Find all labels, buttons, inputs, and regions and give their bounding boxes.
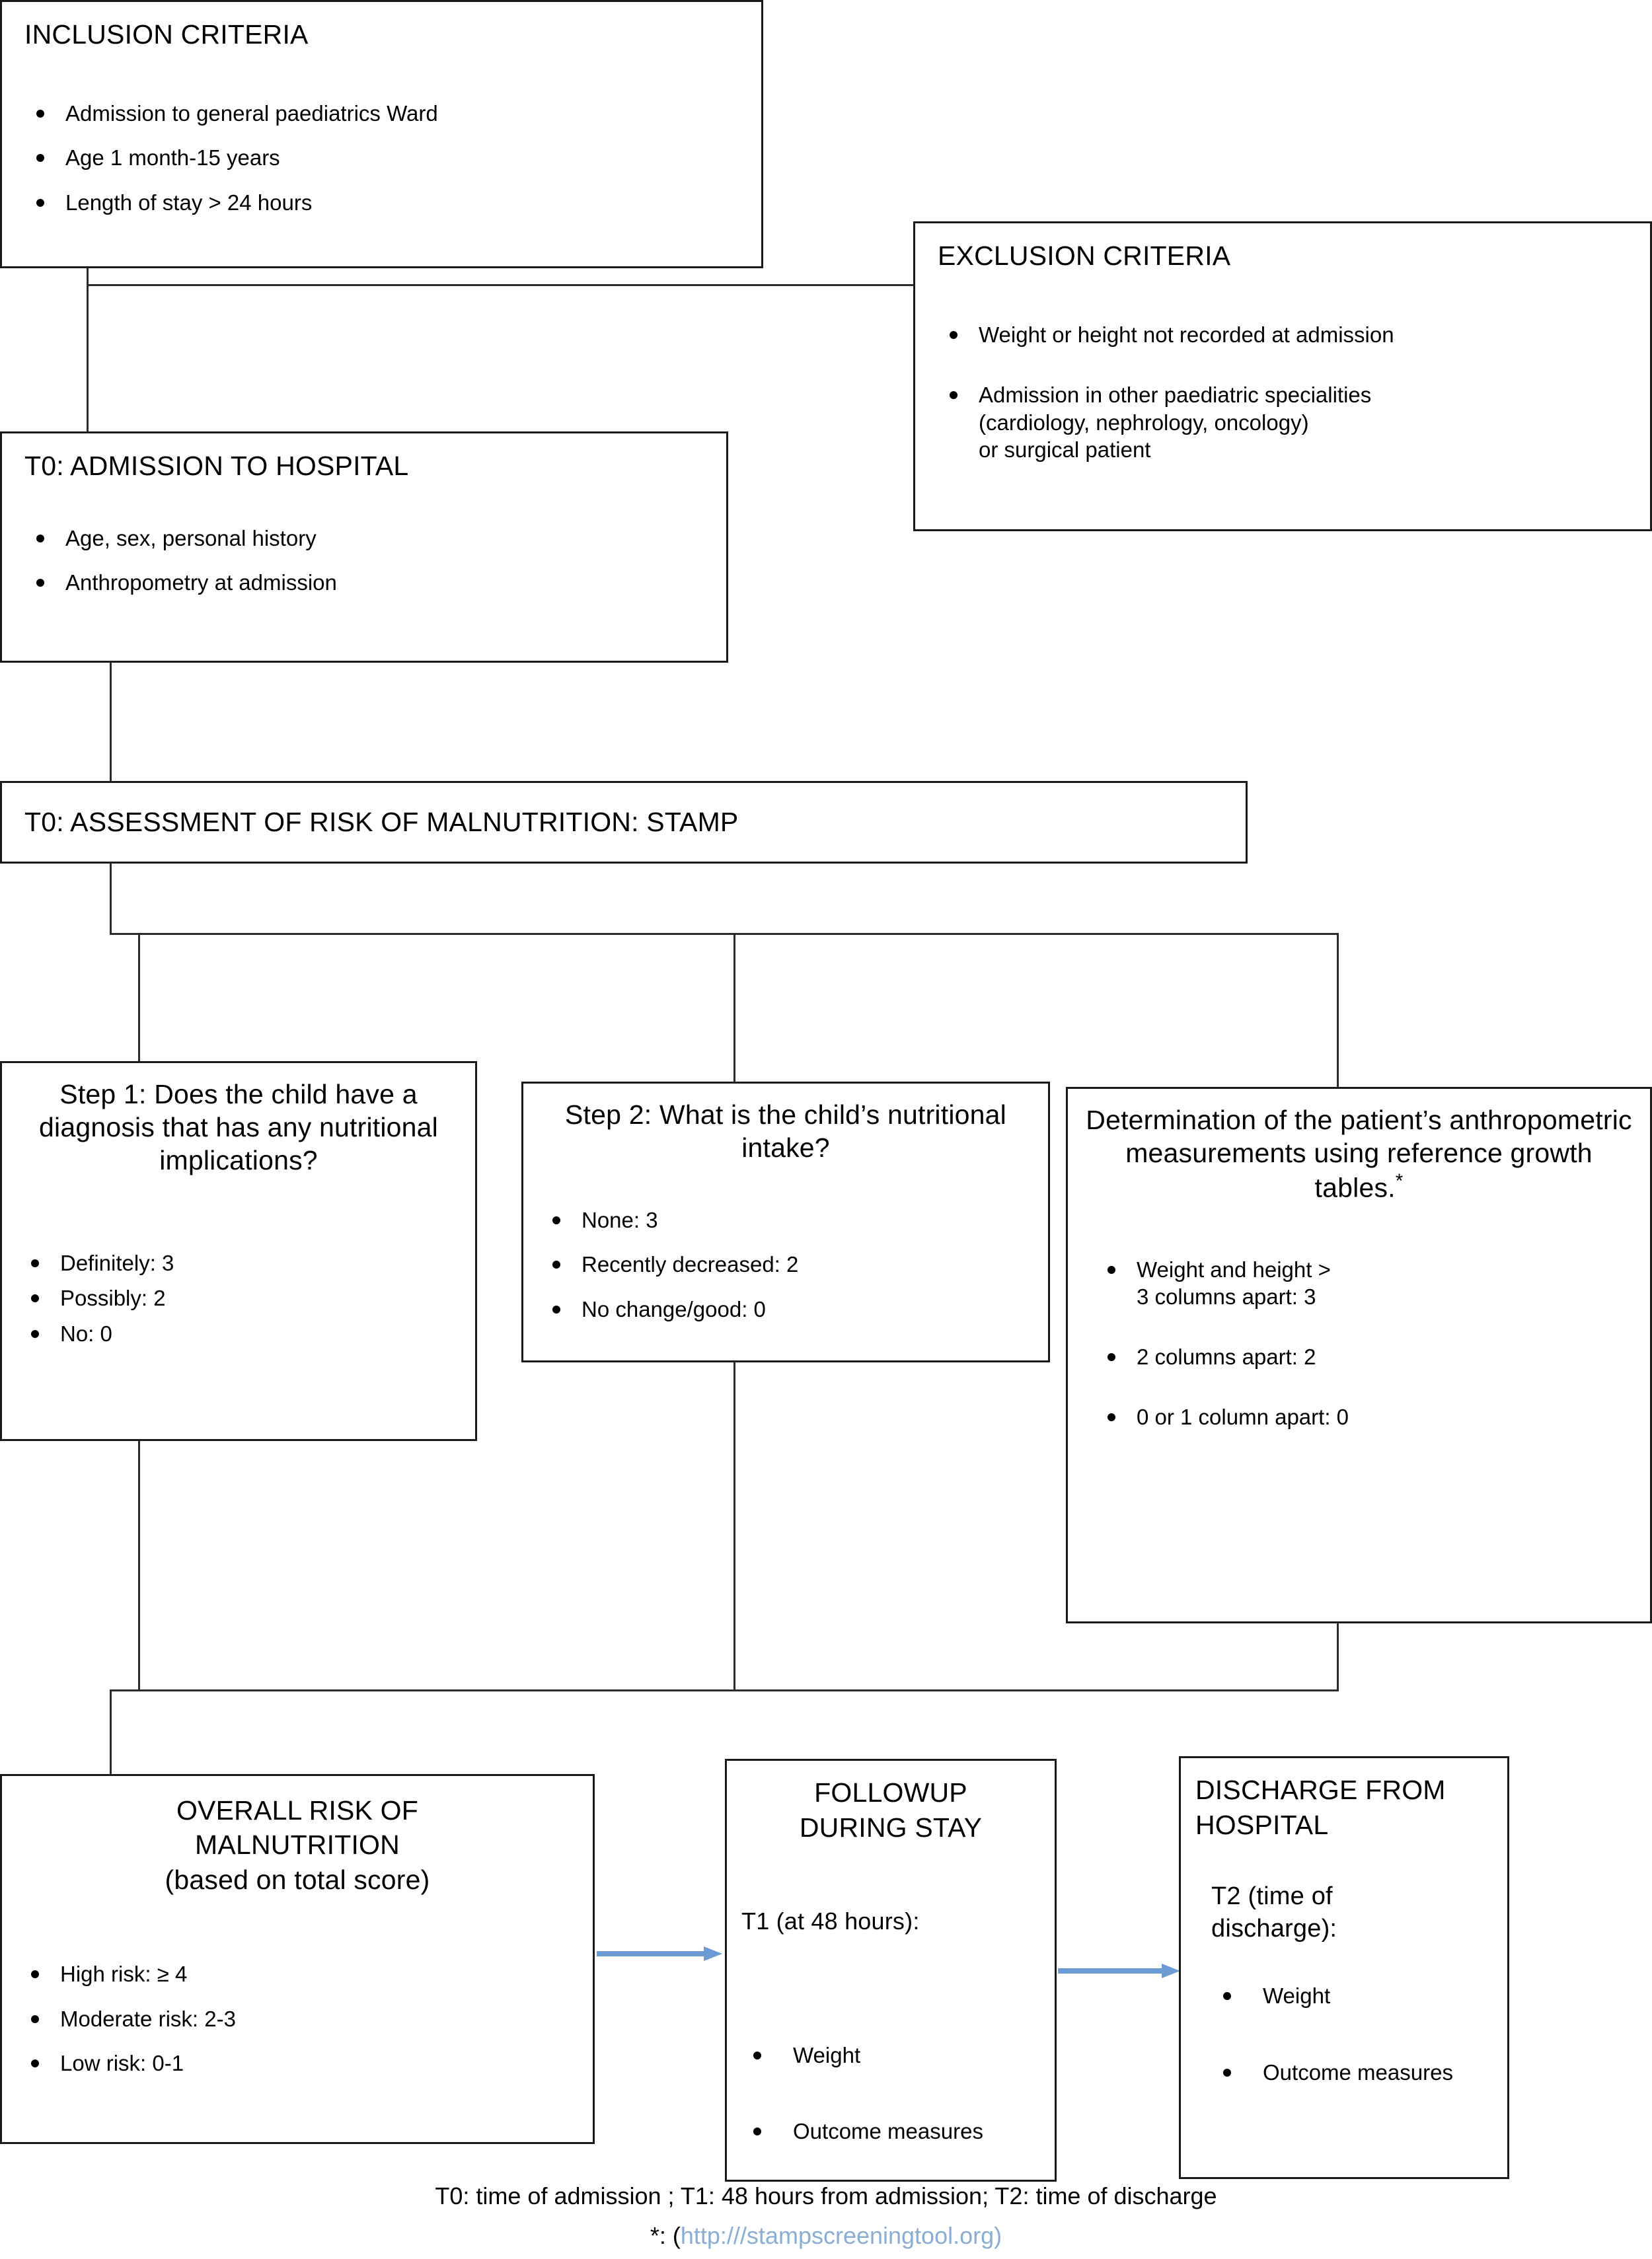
connector-bus-to-step1 xyxy=(138,933,140,1061)
step2-box: Step 2: What is the child’s nutritional … xyxy=(521,1082,1050,1362)
assessment-title: T0: ASSESSMENT OF RISK OF MALNUTRITION: … xyxy=(24,807,739,838)
discharge-title-line2: HOSPITAL xyxy=(1195,1810,1329,1841)
step3-box: Determination of the patient’s anthropom… xyxy=(1066,1087,1652,1623)
footnote-star: *: (http:///stampscreeningtool.org) xyxy=(0,2220,1652,2252)
list-item: Admission to general paediatrics Ward xyxy=(24,100,739,127)
step1-box: Step 1: Does the child have a diagnosis … xyxy=(0,1061,477,1441)
discharge-title: DISCHARGE FROM HOSPITAL xyxy=(1195,1773,1493,1843)
list-item: Age 1 month-15 years xyxy=(24,144,739,171)
overall-risk-list: High risk: ≥ 4 Moderate risk: 2-3 Low ri… xyxy=(19,1960,576,2077)
connector-step1-to-collector xyxy=(138,1440,140,1691)
arrow-overall-risk-to-followup xyxy=(597,1946,722,1961)
discharge-subtitle-line1: T2 (time of xyxy=(1211,1882,1333,1910)
connector-assessment-stem xyxy=(110,862,112,935)
list-item: High risk: ≥ 4 xyxy=(19,1960,576,1987)
followup-title: FOLLOWUP DURING STAY xyxy=(741,1775,1040,1846)
connector-inclusion-to-exclusion xyxy=(87,284,915,286)
stamp-screening-tool-link[interactable]: http:///stampscreeningtool.org xyxy=(680,2222,995,2249)
overall-risk-box: OVERALL RISK OF MALNUTRITION (based on t… xyxy=(0,1774,595,2144)
exclusion-criteria-box: EXCLUSION CRITERIA Weight or height not … xyxy=(913,221,1652,531)
list-item: Weight xyxy=(741,2042,1040,2069)
list-item: Length of stay > 24 hours xyxy=(24,189,739,216)
discharge-box: DISCHARGE FROM HOSPITAL T2 (time of disc… xyxy=(1179,1756,1509,2179)
followup-list: Weight Outcome measures xyxy=(741,2042,1040,2145)
list-item: Outcome measures xyxy=(1211,2059,1493,2086)
exclusion-criteria-title: EXCLUSION CRITERIA xyxy=(938,241,1231,271)
connector-collector-bus xyxy=(110,1689,1339,1691)
arrow-head xyxy=(1162,1964,1180,1978)
admission-title: T0: ADMISSION TO HOSPITAL xyxy=(24,451,409,481)
list-item: Admission in other paediatric specialiti… xyxy=(938,381,1628,463)
list-item: None: 3 xyxy=(541,1206,1031,1234)
list-item: Age, sex, personal history xyxy=(24,525,704,552)
followup-title-line2: DURING STAY xyxy=(799,1812,983,1843)
list-item: No: 0 xyxy=(19,1320,458,1347)
list-item: Weight or height not recorded at admissi… xyxy=(938,321,1628,348)
discharge-subtitle-line2: discharge): xyxy=(1211,1914,1337,1943)
step2-list: None: 3 Recently decreased: 2 No change/… xyxy=(541,1206,1031,1323)
list-item: 2 columns apart: 2 xyxy=(1096,1343,1635,1370)
step3-title-text: Determination of the patient’s anthropom… xyxy=(1086,1105,1632,1203)
discharge-list: Weight Outcome measures xyxy=(1195,1982,1493,2086)
exclusion-criteria-list: Weight or height not recorded at admissi… xyxy=(938,321,1628,463)
connector-inclusion-to-admission xyxy=(87,266,89,435)
footnote-legend: T0: time of admission ; T1: 48 hours fro… xyxy=(0,2180,1652,2213)
list-item: Recently decreased: 2 xyxy=(541,1251,1031,1278)
step1-list: Definitely: 3 Possibly: 2 No: 0 xyxy=(19,1249,458,1347)
list-item: Definitely: 3 xyxy=(19,1249,458,1277)
overall-risk-title: OVERALL RISK OF MALNUTRITION (based on t… xyxy=(19,1793,576,1897)
connector-step3-to-collector xyxy=(1337,1622,1339,1691)
step2-title: Step 2: What is the child’s nutritional … xyxy=(565,1099,1006,1164)
connector-step2-to-collector xyxy=(733,1361,735,1691)
footnote-star-suffix: ) xyxy=(994,2222,1002,2249)
connector-collector-to-overall-risk xyxy=(110,1689,112,1775)
list-item: Weight and height > 3 columns apart: 3 xyxy=(1096,1256,1635,1311)
list-item: Possibly: 2 xyxy=(19,1284,458,1312)
list-item: Low risk: 0-1 xyxy=(19,2050,576,2077)
connector-bus-to-step2 xyxy=(733,933,735,1082)
step3-title: Determination of the patient’s anthropom… xyxy=(1082,1103,1635,1204)
overall-risk-title-line2: MALNUTRITION xyxy=(195,1830,400,1861)
step1-title: Step 1: Does the child have a diagnosis … xyxy=(39,1079,438,1176)
arrow-shaft xyxy=(597,1951,704,1956)
discharge-title-line1: DISCHARGE FROM xyxy=(1195,1775,1446,1805)
footnote-star-prefix: *: ( xyxy=(650,2222,681,2249)
arrow-head xyxy=(704,1946,722,1961)
followup-title-line1: FOLLOWUP xyxy=(814,1777,967,1808)
admission-box: T0: ADMISSION TO HOSPITAL Age, sex, pers… xyxy=(0,431,728,663)
admission-list: Age, sex, personal history Anthropometry… xyxy=(24,525,704,597)
connector-bus-to-step3 xyxy=(1337,933,1339,1088)
list-item: 0 or 1 column apart: 0 xyxy=(1096,1403,1635,1430)
arrow-shaft xyxy=(1058,1968,1162,1974)
list-item: Moderate risk: 2-3 xyxy=(19,2005,576,2032)
assessment-box: T0: ASSESSMENT OF RISK OF MALNUTRITION: … xyxy=(0,781,1248,864)
discharge-subtitle: T2 (time of discharge): xyxy=(1195,1880,1493,1946)
list-item: No change/good: 0 xyxy=(541,1296,1031,1323)
list-item: Outcome measures xyxy=(741,2118,1040,2145)
inclusion-criteria-list: Admission to general paediatrics Ward Ag… xyxy=(24,100,739,216)
list-item: Weight xyxy=(1211,1982,1493,2009)
list-item: Anthropometry at admission xyxy=(24,569,704,596)
connector-admission-to-assessment xyxy=(110,662,112,781)
footnote-legend-text: T0: time of admission ; T1: 48 hours fro… xyxy=(435,2182,1217,2209)
followup-box: FOLLOWUP DURING STAY T1 (at 48 hours): W… xyxy=(725,1759,1057,2182)
connector-assessment-bus xyxy=(110,933,1339,935)
overall-risk-title-line1: OVERALL RISK OF xyxy=(176,1795,419,1826)
step3-list: Weight and height > 3 columns apart: 3 2… xyxy=(1082,1256,1635,1431)
followup-subtitle: T1 (at 48 hours): xyxy=(741,1907,920,1935)
step3-title-superscript: * xyxy=(1395,1170,1404,1193)
arrow-followup-to-discharge xyxy=(1058,1964,1180,1978)
inclusion-criteria-title: INCLUSION CRITERIA xyxy=(24,19,309,50)
inclusion-criteria-box: INCLUSION CRITERIA Admission to general … xyxy=(0,0,763,268)
overall-risk-title-line3: (based on total score) xyxy=(165,1864,430,1895)
